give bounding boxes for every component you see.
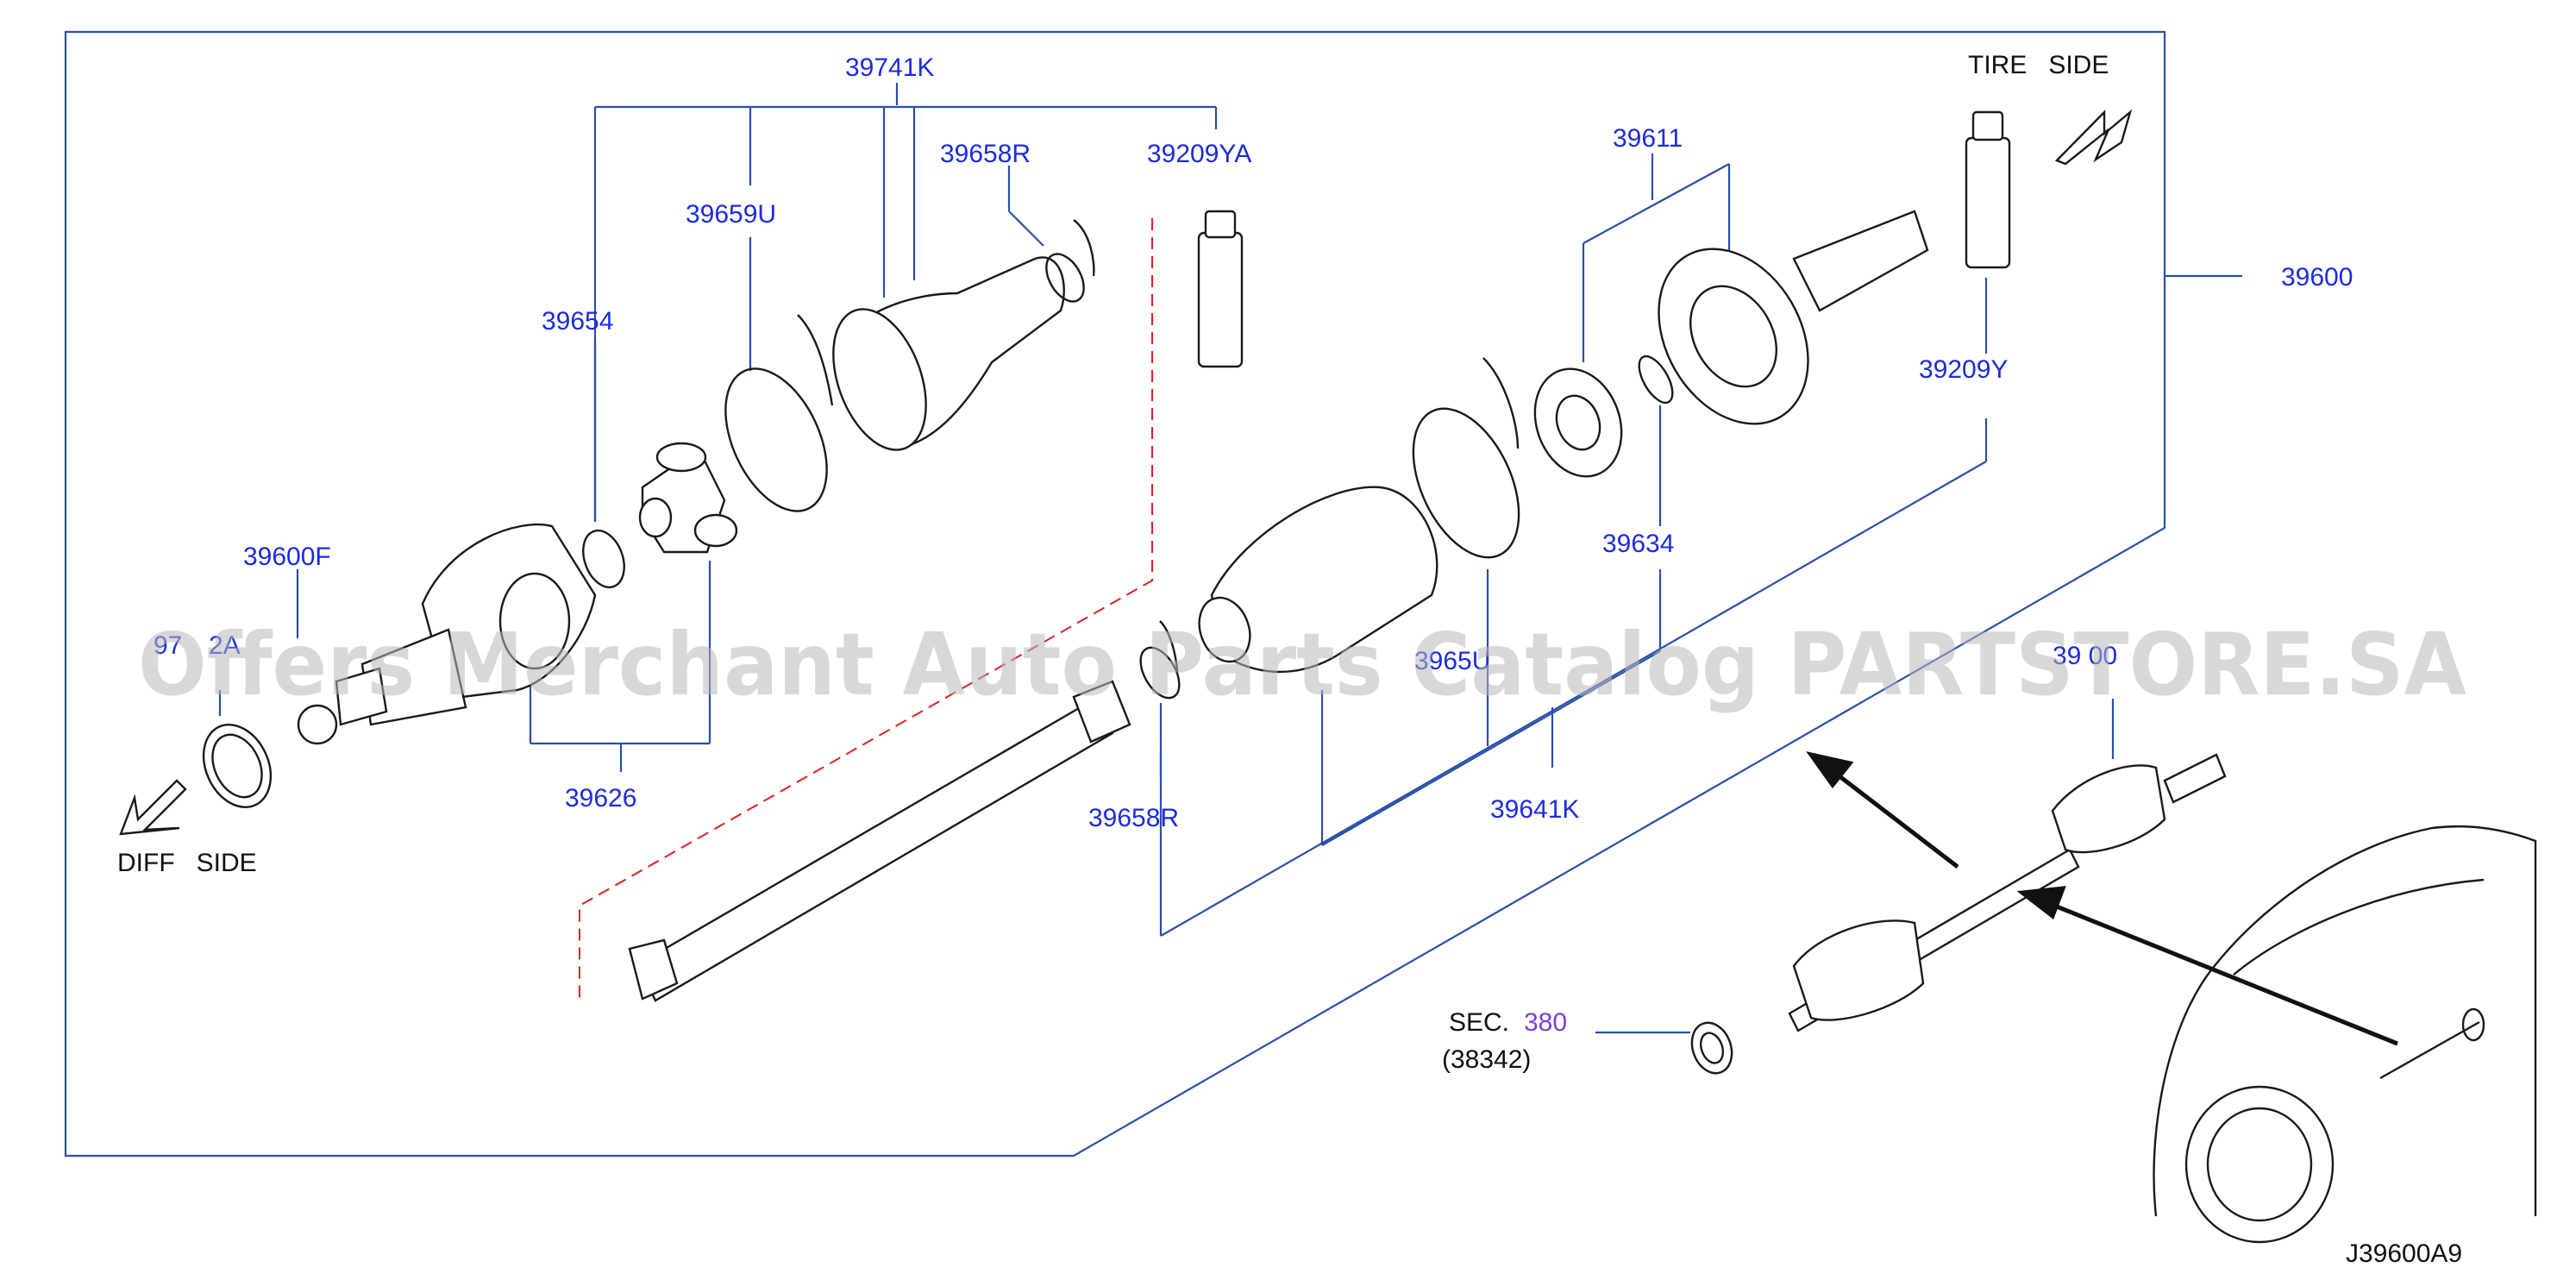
callout-39611[interactable]: 39611 [1613,124,1683,153]
callout-39634[interactable]: 39634 [1602,530,1674,558]
snap-ring-left [297,704,338,745]
callout-39600f[interactable]: 39600F [243,543,331,571]
assembly-arrows [1806,751,2398,1046]
tire-side-label: TIRE SIDE [1968,51,2109,79]
callout-39626[interactable]: 39626 [565,784,636,813]
axle-assembly [1690,753,2227,1075]
callout-39741k[interactable]: 39741K [845,53,934,82]
tire-side-arrow-icon [2054,109,2133,166]
boot-band-39658r-top [1045,219,1095,303]
diff-side-label: DIFF SIDE [117,849,257,877]
callout-97[interactable]: 97 [154,631,182,660]
inner-joint-housing [335,523,597,726]
callout-2a[interactable]: 2A [209,631,241,660]
callout-39654[interactable]: 39654 [542,307,613,336]
assembly-frame [64,30,2166,1158]
section-ref-prefix: SEC. [1449,1008,1509,1037]
callout-39641k[interactable]: 39641K [1490,795,1579,824]
callout-3965u[interactable]: 3965U [1414,647,1490,675]
callout-39658r-bot[interactable]: 39658R [1088,804,1179,832]
watermark: Offers Merchant Auto Parts Catalog PARTS… [138,614,2466,715]
snap-ring-39634 [1638,355,1674,405]
vehicle-outline [2153,825,2537,1244]
callout-39658r-top[interactable]: 39658R [940,140,1031,168]
section-ref-sub: (38342) [1442,1045,1531,1074]
drive-shaft [628,680,1131,1002]
leader-lines-right [1159,154,2115,1034]
outer-boot [1198,486,1438,674]
callout-39209ya[interactable]: 39209YA [1147,140,1251,168]
callout-39209y[interactable]: 39209Y [1919,355,2008,384]
section-ref-number[interactable]: 380 [1524,1008,1567,1037]
shaft-dashed-outline [579,218,1153,1001]
inner-boot [832,256,1065,451]
callout-39600-main[interactable]: 39600 [2281,263,2353,292]
boot-band-39658r-bot [1139,620,1181,700]
boot-band-39659u [724,314,834,512]
inner-race-39611 [1533,367,1623,478]
callout-39-00[interactable]: 39 00 [2053,642,2117,670]
grease-tube-39209ya [1197,210,1244,368]
outer-joint-housing [1658,210,1929,425]
diagram-id: J39600A9 [2346,1239,2462,1268]
callout-39659u[interactable]: 39659U [686,200,776,229]
spider-assembly [638,442,738,554]
snap-ring-39654 [582,529,625,589]
leader-lines-upper [218,83,1218,772]
boot-band-3965u [1412,357,1520,559]
dust-seal-97 [202,723,273,809]
diff-side-arrow-icon [119,779,187,836]
grease-tube-39209y [1965,110,2011,269]
